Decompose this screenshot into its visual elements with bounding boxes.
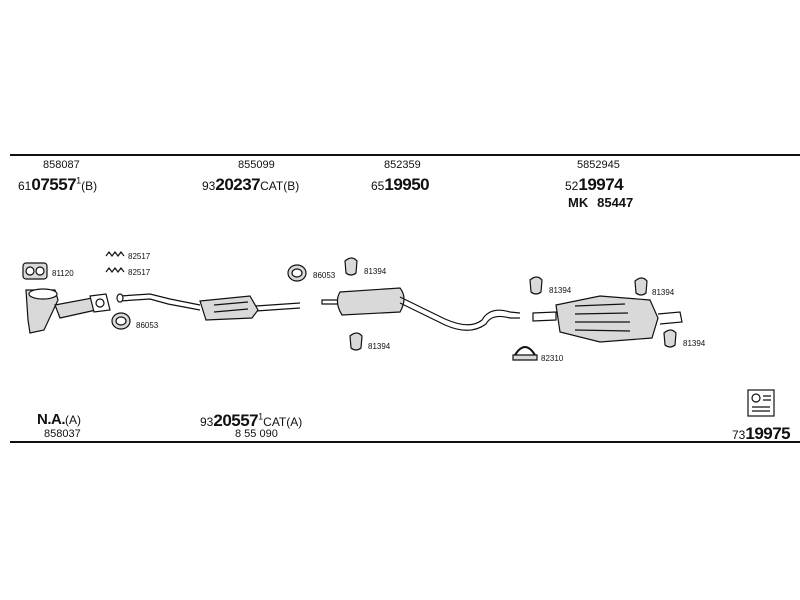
part-number-61-07557[interactable]: 61075571(B) [18, 175, 98, 194]
spring-bolt-icon[interactable] [105, 251, 125, 273]
part-label-86053-a: 86053 [136, 321, 159, 330]
part-number-65-19950[interactable]: 6519950 [371, 175, 430, 194]
bottom-rule [10, 441, 800, 443]
na-label: N.A.(A) [37, 411, 81, 428]
ref-855099: 855099 [238, 159, 275, 171]
top-rule [10, 154, 800, 156]
rear-silencer-icon[interactable] [532, 295, 683, 343]
ref-8-55-090: 8 55 090 [235, 428, 278, 440]
part-label-82310: 82310 [541, 354, 564, 363]
intermediate-pipe-icon[interactable] [116, 293, 301, 312]
ref-5852945: 5852945 [577, 159, 620, 171]
front-pipe-icon[interactable] [25, 288, 111, 334]
part-number-93-20237[interactable]: 9320237CAT(B) [202, 175, 300, 194]
part-label-82517-a: 82517 [128, 252, 151, 261]
clamp-icon[interactable] [512, 346, 538, 361]
part-label-86053-b: 86053 [313, 271, 336, 280]
part-label-81394-b: 81394 [368, 342, 391, 351]
ref-858037: 858037 [44, 428, 81, 440]
part-number-73-19975[interactable]: 7319975 [732, 424, 791, 443]
ref-858087: 858087 [43, 159, 80, 171]
part-number-93-20557[interactable]: 93205571CAT(A) [200, 411, 303, 430]
center-silencer-icon[interactable] [321, 287, 521, 331]
part-label-81394-e: 81394 [683, 339, 706, 348]
rubber-mount-icon[interactable] [344, 257, 677, 351]
catalytic-converter-icon[interactable] [199, 295, 259, 321]
mk-number[interactable]: MK 85447 [568, 195, 634, 210]
part-number-52-19974[interactable]: 5219974 [565, 175, 624, 194]
part-label-81394-c: 81394 [549, 286, 572, 295]
part-label-82517-b: 82517 [128, 268, 151, 277]
gasket-icon[interactable] [22, 262, 48, 280]
part-label-81394-d: 81394 [652, 288, 675, 297]
ref-852359: 852359 [384, 159, 421, 171]
part-label-81120: 81120 [52, 269, 74, 278]
part-label-81394-a: 81394 [364, 267, 387, 276]
kit-icon[interactable] [747, 389, 775, 417]
